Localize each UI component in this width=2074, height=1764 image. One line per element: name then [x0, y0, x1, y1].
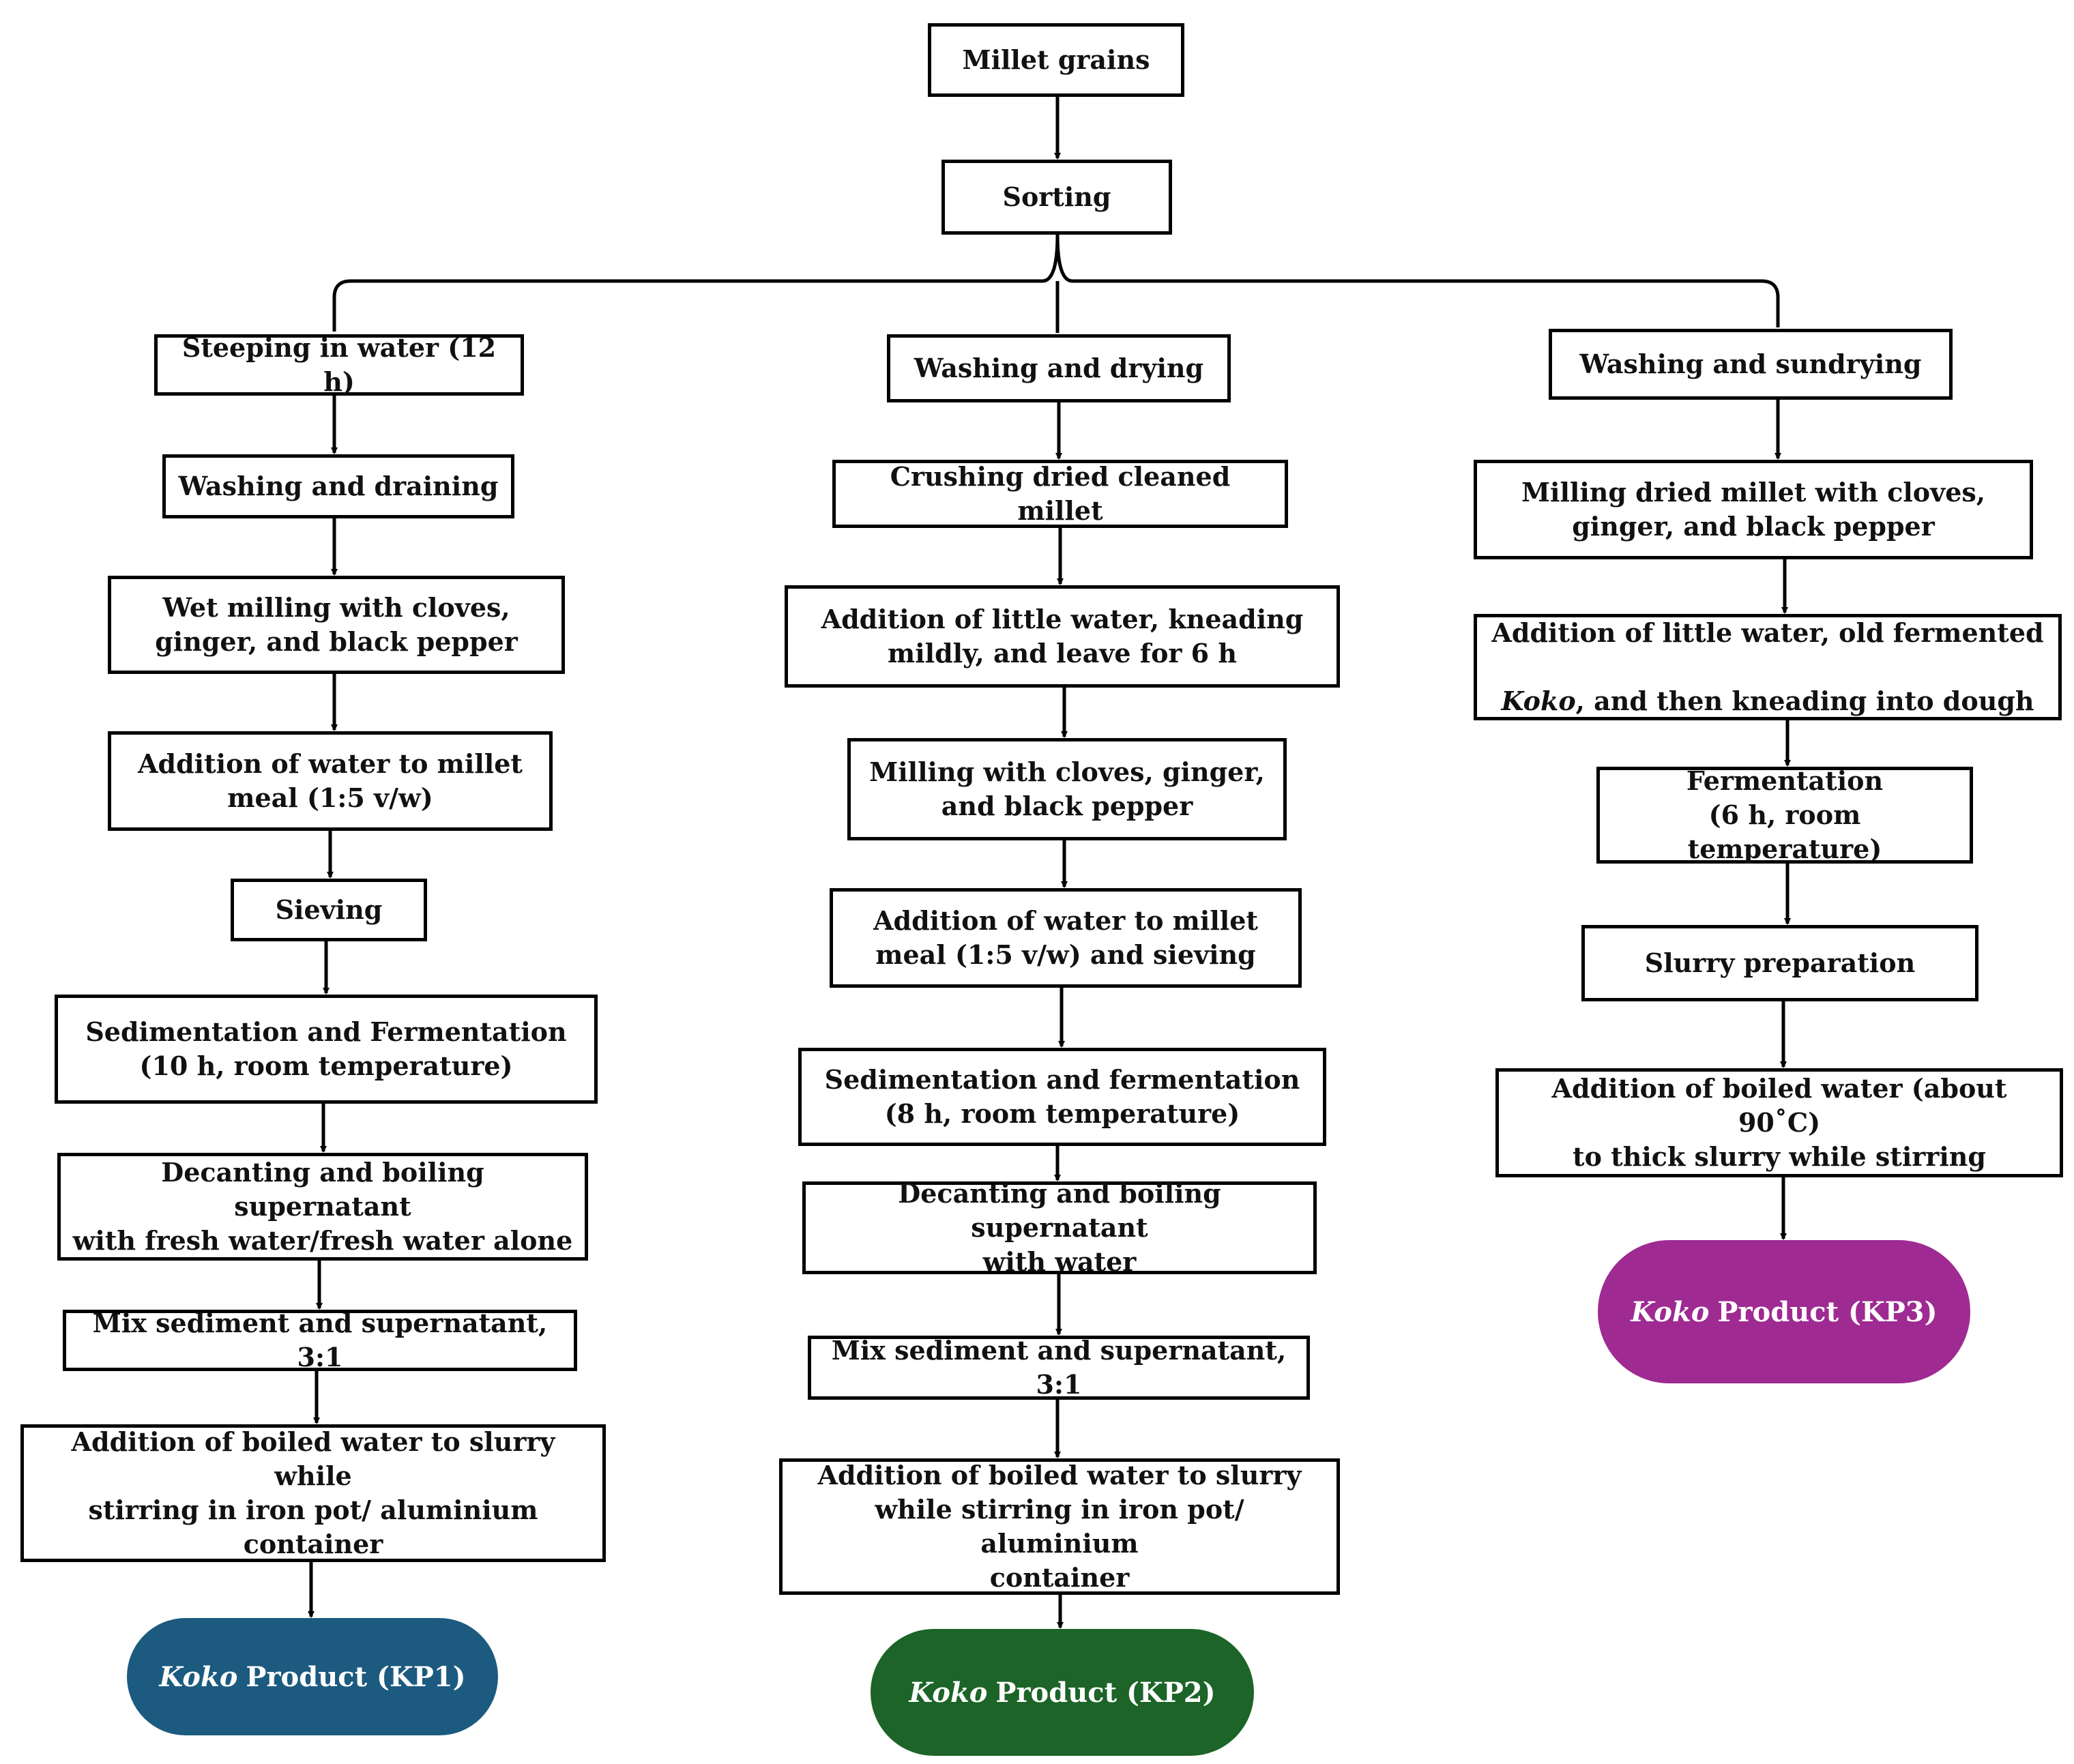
branch2-step-boiled-water: Addition of boiled water to slurry while…: [779, 1458, 1340, 1595]
branch1-step-addition-water: Addition of water to millet meal (1:5 v/…: [108, 731, 553, 831]
branch2-step-sedimentation: Sedimentation and fermentation (8 h, roo…: [798, 1048, 1326, 1146]
branch1-step-sieving: Sieving: [231, 879, 427, 941]
sorting-box: Sorting: [941, 160, 1172, 235]
branch2-step-crushing: Crushing dried cleaned millet: [832, 460, 1288, 528]
branch2-step-washing-drying: Washing and drying: [887, 334, 1231, 402]
branch3-step3-line2-rest: , and then kneading into dough: [1575, 686, 2034, 716]
start-box-millet-grains: Millet grains: [928, 23, 1184, 97]
branch2-step-kneading: Addition of little water, kneading mildl…: [785, 585, 1340, 688]
branch3-step3-koko: Koko: [1501, 686, 1576, 716]
branch1-step-boiled-water: Addition of boiled water to slurry while…: [20, 1424, 606, 1562]
branch2-step-milling: Milling with cloves, ginger, and black p…: [847, 738, 1287, 840]
product-kp2-label: Product (KP2): [995, 1676, 1216, 1709]
branch1-step-decanting: Decanting and boiling supernatant with f…: [57, 1153, 588, 1261]
branch3-step-boiled-water: Addition of boiled water (about 90˚C) to…: [1495, 1068, 2063, 1177]
branch3-step-addition-koko: Addition of little water, old fermented …: [1474, 614, 2062, 720]
product-kp1-italic: Koko: [159, 1660, 238, 1693]
branch1-step-washing-draining: Washing and draining: [162, 454, 514, 518]
product-kp3-italic: Koko: [1631, 1295, 1710, 1328]
branch2-step-decanting: Decanting and boiling supernatant with w…: [802, 1178, 1317, 1277]
branch2-step-addition-water-sieving: Addition of water to millet meal (1:5 v/…: [830, 888, 1302, 988]
branch2-step-mix: Mix sediment and supernatant, 3:1: [808, 1335, 1310, 1400]
branch3-step-washing-sundrying: Washing and sundrying: [1549, 329, 1953, 400]
branch2-product-kp2: Koko Product (KP2): [871, 1629, 1254, 1756]
branch3-step-fermentation: Fermentation (6 h, room temperature): [1596, 765, 1973, 864]
branch3-product-kp3: Koko Product (KP3): [1598, 1240, 1970, 1383]
branch3-step-slurry: Slurry preparation: [1581, 925, 1978, 1001]
product-kp1-label: Product (KP1): [246, 1660, 466, 1693]
branch3-step3-line1: Addition of little water, old fermented: [1491, 617, 2044, 648]
branch1-step-steeping: Steeping in water (12 h): [154, 332, 524, 397]
product-kp2-italic: Koko: [909, 1676, 988, 1709]
branch1-product-kp1: Koko Product (KP1): [127, 1618, 498, 1735]
branch1-step-mix: Mix sediment and supernatant, 3:1: [63, 1308, 577, 1372]
branch1-step-sedimentation: Sedimentation and Fermentation (10 h, ro…: [55, 995, 598, 1104]
branch1-step-wet-milling: Wet milling with cloves, ginger, and bla…: [108, 576, 565, 674]
branch-brace: [332, 234, 1780, 332]
product-kp3-label: Product (KP3): [1717, 1295, 1938, 1328]
branch3-step3-line2: Koko, and then kneading into dough: [1491, 684, 2043, 718]
branch3-step-milling: Milling dried millet with cloves, ginger…: [1474, 460, 2033, 559]
